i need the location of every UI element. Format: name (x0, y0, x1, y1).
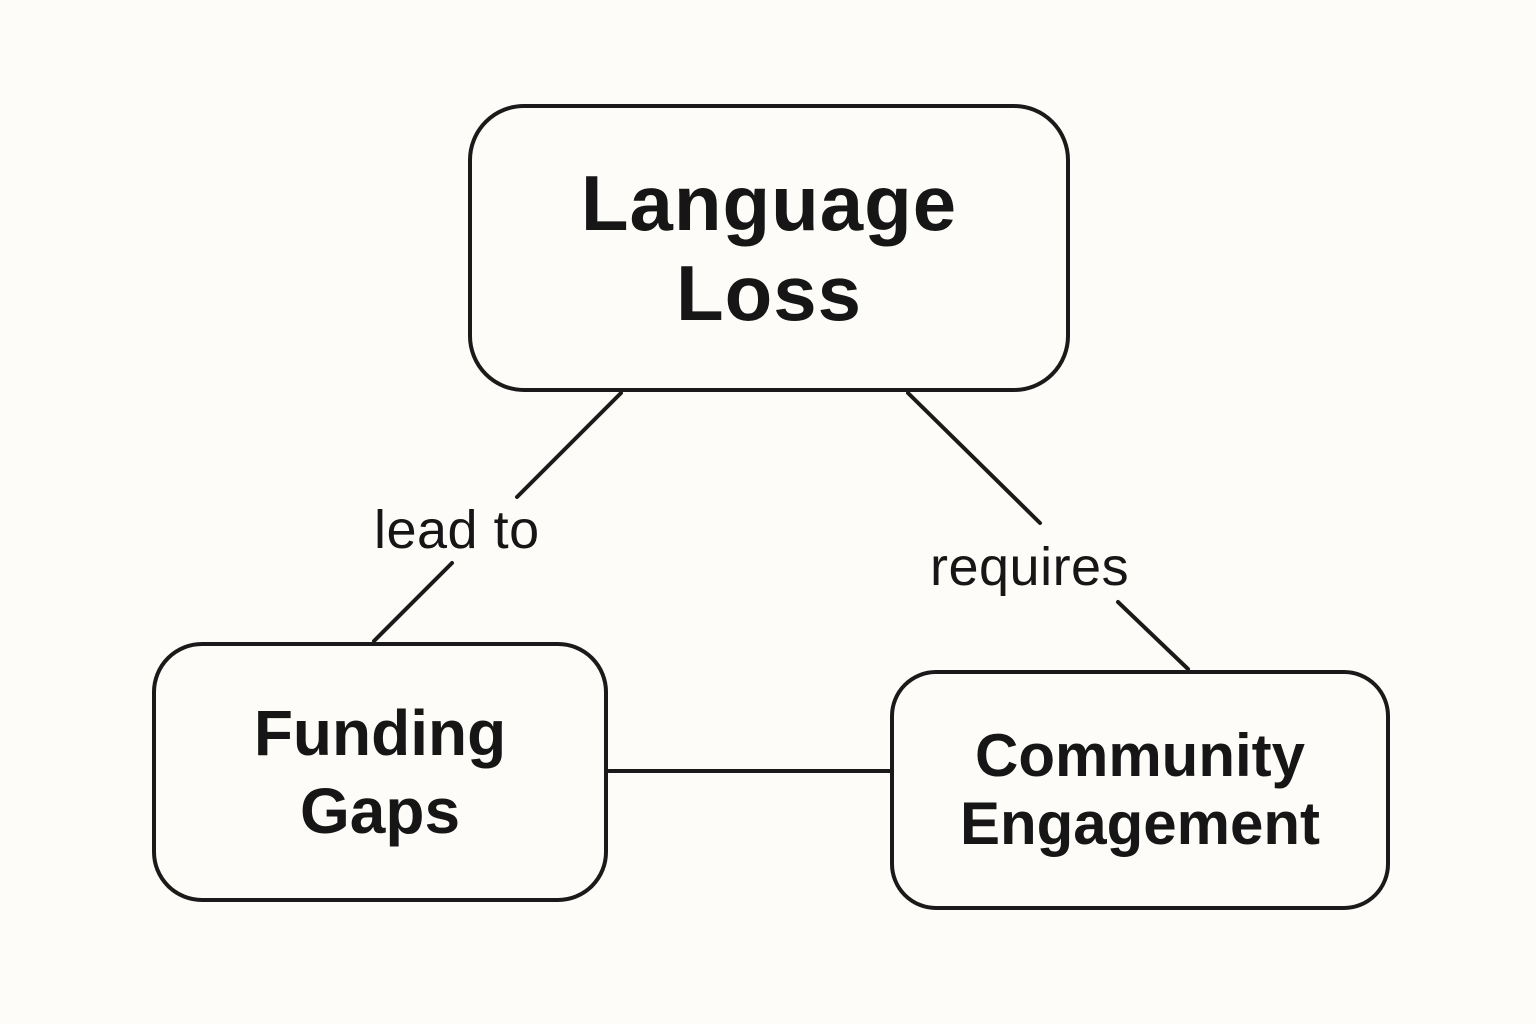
node-label-line: Gaps (299, 775, 461, 847)
edge-label-lead-to: lead to (374, 500, 540, 560)
node-label-line: Loss (675, 249, 863, 337)
node-community-engagement: Community Engagement (890, 670, 1390, 910)
edge-top-right-upper (906, 391, 1042, 525)
node-label-line: Community (975, 722, 1305, 789)
node-label-line: Language (580, 159, 958, 247)
edge-top-left-lower (372, 561, 454, 643)
edge-label-requires: requires (930, 537, 1130, 597)
node-label-line: Funding (253, 697, 507, 769)
node-funding-gaps: Funding Gaps (152, 642, 608, 902)
edge-top-right-lower (1116, 600, 1190, 671)
edge-top-left-upper (515, 391, 623, 499)
node-label-line: Engagement (959, 790, 1321, 857)
node-language-loss: Language Loss (468, 104, 1070, 392)
